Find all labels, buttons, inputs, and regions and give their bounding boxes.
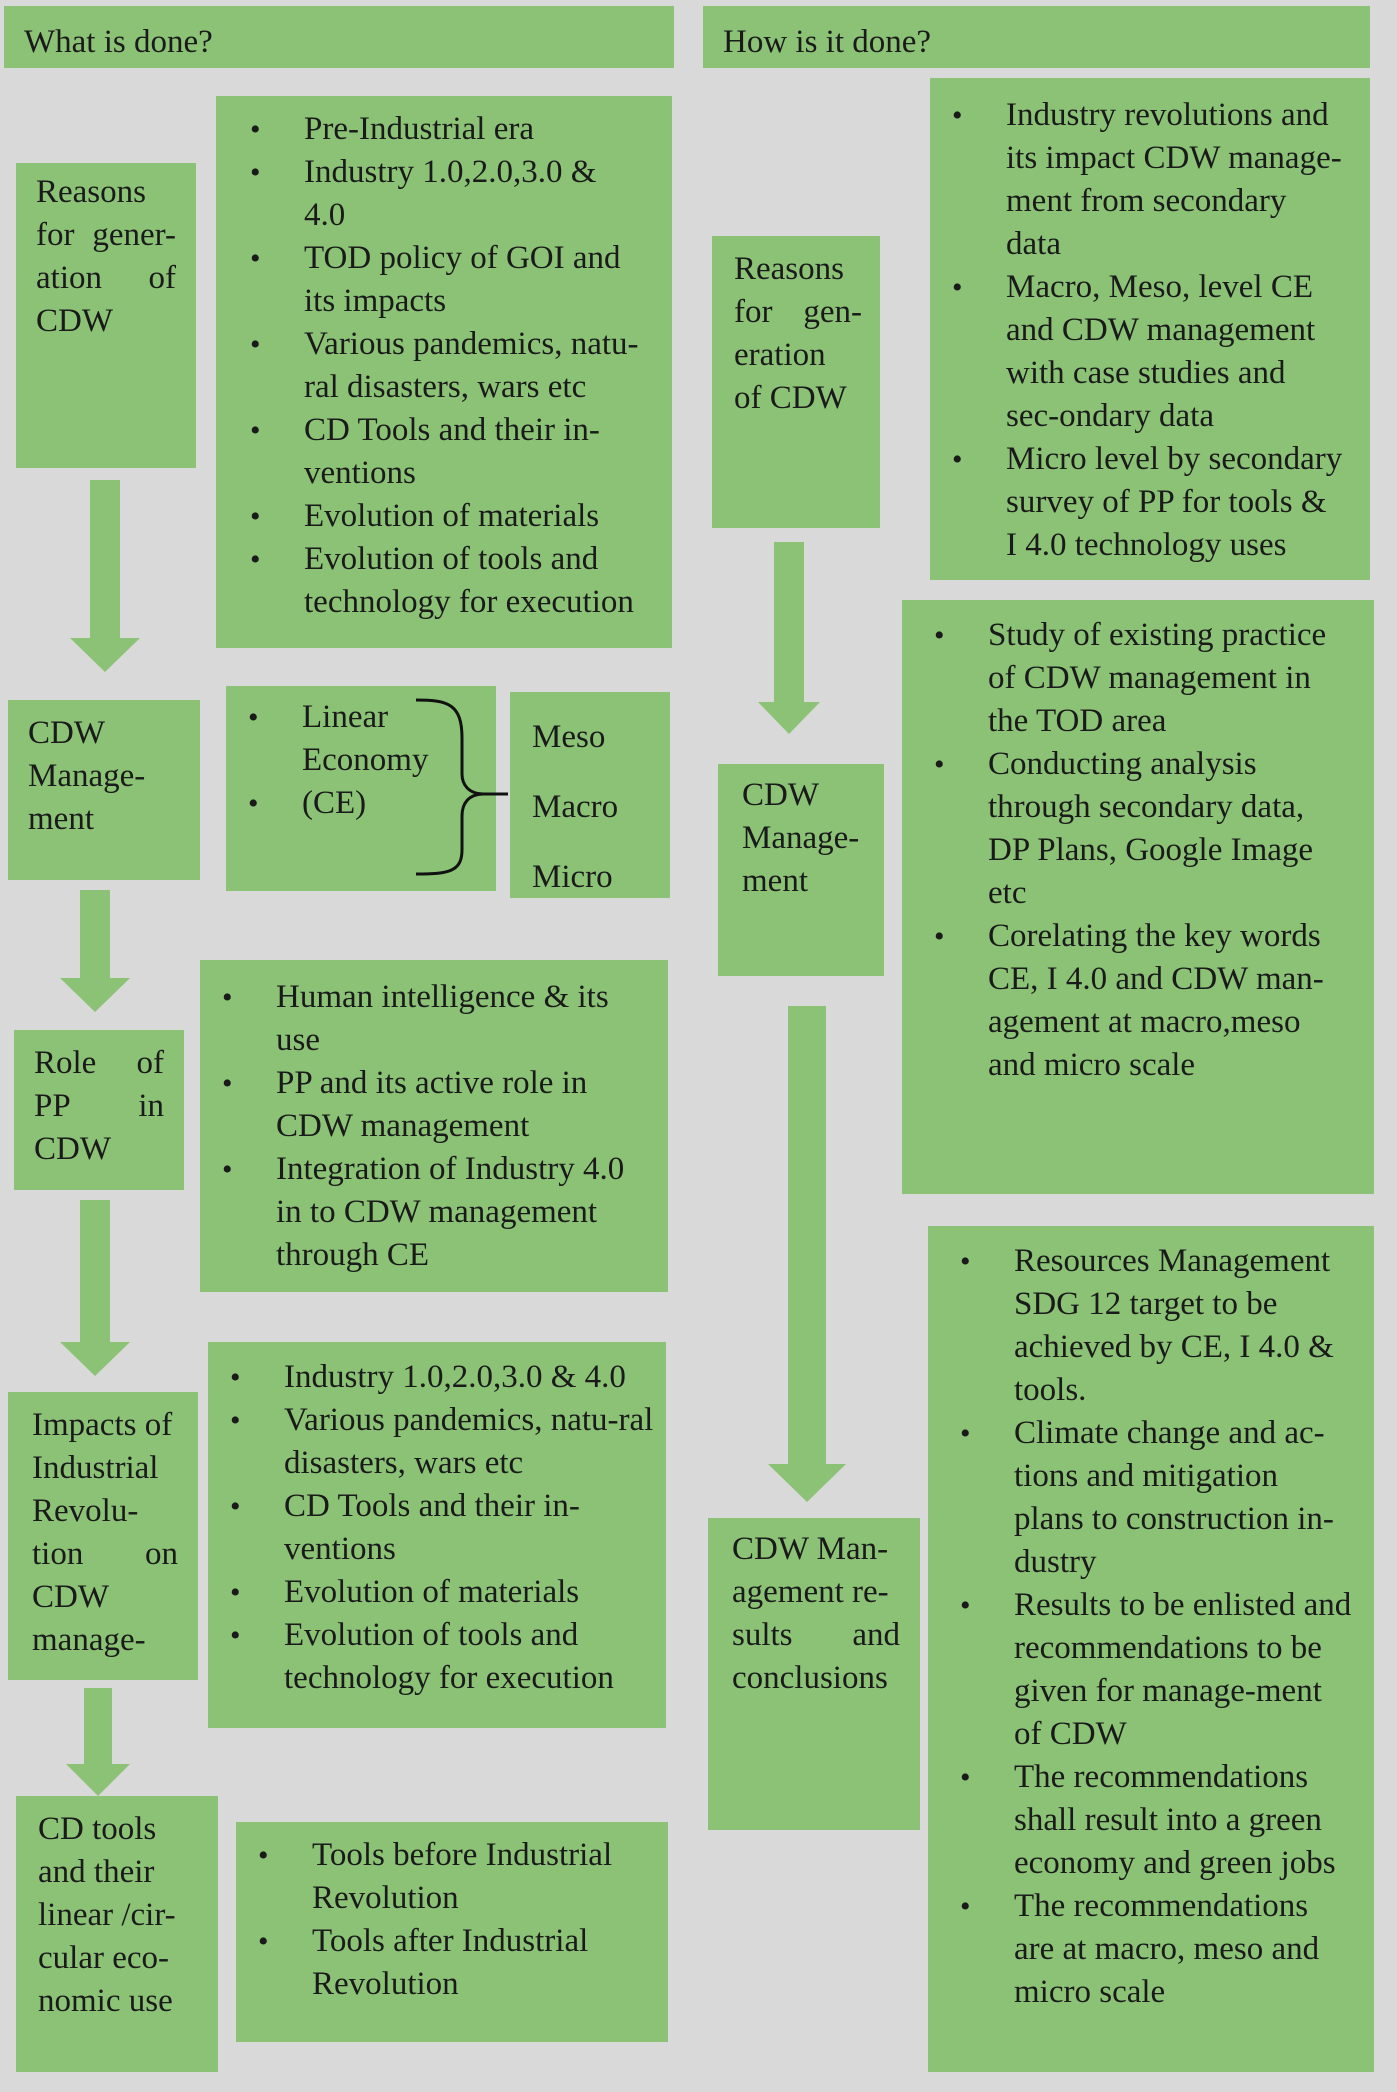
left-tools-label: CD tools and their linear /cir- cular ec… xyxy=(16,1796,218,2072)
arrow-down-icon xyxy=(70,480,140,672)
arrow-down-icon xyxy=(60,890,130,1012)
left-tools-list: Tools before Industrial Revolution Tools… xyxy=(236,1822,668,2042)
right-management-label: CDW Manage- ment xyxy=(718,764,884,976)
arrow-down-icon xyxy=(66,1688,130,1796)
arrow-down-icon xyxy=(768,1006,846,1502)
right-reasons-list: Industry revolutions and its impact CDW … xyxy=(930,78,1370,580)
arrow-down-icon xyxy=(60,1200,130,1376)
right-results-label: CDW Man- agement re- sults and conclusio… xyxy=(708,1518,920,1830)
left-impacts-label: Impacts of Industrial Revolu- tion on CD… xyxy=(8,1392,198,1680)
list-item: Integration of Industry 4.0 in to CDW ma… xyxy=(200,1148,658,1277)
right-results-list: Resources Management SDG 12 target to be… xyxy=(928,1226,1374,2072)
header-what-is-done: What is done? xyxy=(4,6,674,68)
brace-connector xyxy=(415,698,508,876)
list-item: Industry 1.0,2.0,3.0 & 4.0 xyxy=(208,1356,656,1399)
list-item: Various pandemics, natu-ral disasters, w… xyxy=(208,1399,656,1485)
left-role-label: Role of PP in CDW xyxy=(14,1030,184,1190)
right-management-list: Study of existing practice of CDW manage… xyxy=(902,600,1374,1194)
left-impacts-list: Industry 1.0,2.0,3.0 & 4.0 Various pande… xyxy=(208,1342,666,1728)
list-item: The recommendations shall result into a … xyxy=(938,1756,1354,1885)
list-item: Human intelligence & its use xyxy=(200,976,658,1062)
list-item: Macro, Meso, level CE and CDW management… xyxy=(930,266,1344,438)
list-item: Evolution of tools and technology for ex… xyxy=(208,1614,656,1700)
right-reasons-label: Reasons for gen- eration of CDW xyxy=(712,236,880,528)
left-management-scales: Meso Macro Micro xyxy=(510,692,670,898)
scale-macro: Macro xyxy=(532,789,619,825)
arrow-down-icon xyxy=(758,542,820,734)
list-item: PP and its active role in CDW management xyxy=(200,1062,658,1148)
list-item: Pre-Industrial era xyxy=(228,108,642,151)
list-item: CD Tools and their in-ventions xyxy=(208,1485,656,1571)
list-item: Corelating the key words CE, I 4.0 and C… xyxy=(912,915,1350,1087)
left-reasons-list: Pre-Industrial era Industry 1.0,2.0,3.0 … xyxy=(216,96,672,648)
list-item: Conducting analysis through secondary da… xyxy=(912,743,1350,915)
left-role-list: Human intelligence & its use PP and its … xyxy=(200,960,668,1292)
scale-meso: Meso xyxy=(532,719,606,755)
list-item: Various pandemics, natu-ral disasters, w… xyxy=(228,323,642,409)
header-how-is-it-done: How is it done? xyxy=(703,6,1370,68)
list-item: Tools after Industrial Revolution xyxy=(236,1920,658,2006)
list-item: Tools before Industrial Revolution xyxy=(236,1834,658,1920)
list-item: Results to be enlisted and recommendatio… xyxy=(938,1584,1354,1756)
left-reasons-label: Reasons for gener- ation of CDW xyxy=(16,163,196,468)
list-item: The recommendations are at macro, meso a… xyxy=(938,1885,1354,2014)
list-item: TOD policy of GOI and its impacts xyxy=(228,237,642,323)
list-item: Industry 1.0,2.0,3.0 & 4.0 xyxy=(228,151,642,237)
list-item: Micro level by secondary survey of PP fo… xyxy=(930,438,1344,567)
list-item: Climate change and ac-tions and mitigati… xyxy=(938,1412,1354,1584)
list-item: Study of existing practice of CDW manage… xyxy=(912,614,1350,743)
left-management-label: CDW Manage- ment xyxy=(8,700,200,880)
list-item: Evolution of tools and technology for ex… xyxy=(228,538,642,624)
list-item: Evolution of materials xyxy=(228,495,642,538)
list-item: Resources Management SDG 12 target to be… xyxy=(938,1240,1354,1412)
list-item: (CE) xyxy=(226,782,496,825)
list-item: Industry revolutions and its impact CDW … xyxy=(930,94,1344,266)
list-item: Evolution of materials xyxy=(208,1571,656,1614)
list-item: CD Tools and their in-ventions xyxy=(228,409,642,495)
scale-micro: Micro xyxy=(532,859,613,895)
